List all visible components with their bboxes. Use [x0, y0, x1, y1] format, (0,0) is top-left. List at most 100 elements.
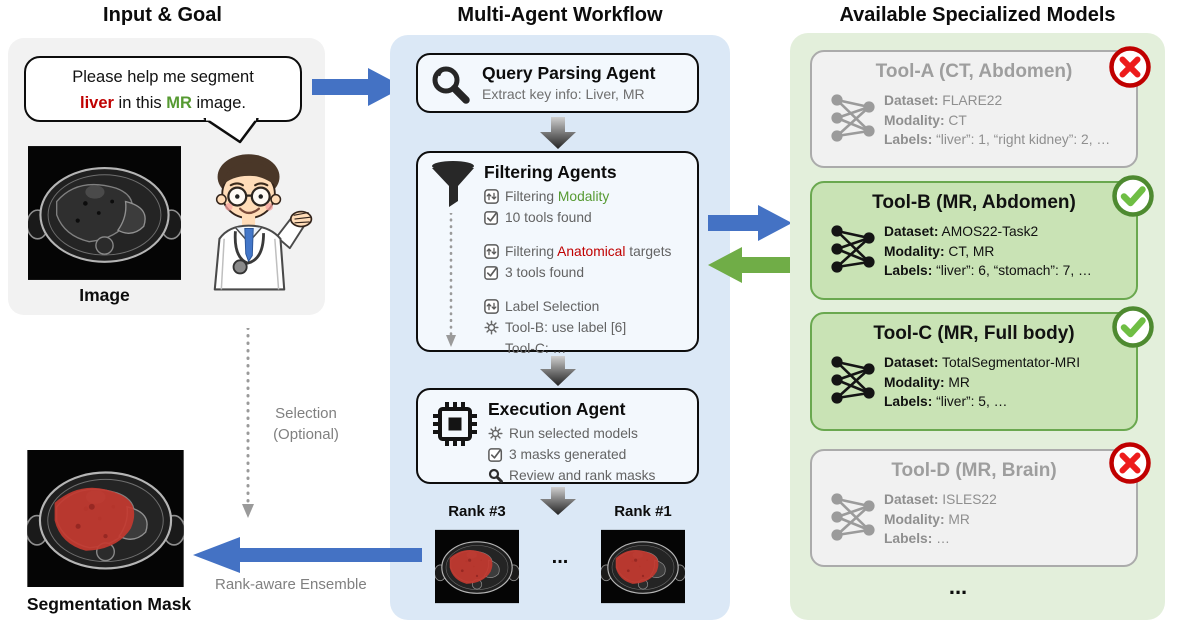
- exec-masks-text: 3 masks generated: [509, 447, 627, 462]
- filter-anat-highlight: Anatomical: [557, 244, 626, 259]
- filtering-agents-title: Filtering Agents: [484, 162, 617, 182]
- tool-d-rejected-icon: [1108, 441, 1152, 485]
- tool-c-dataset: Dataset: TotalSegmentator-MRI: [884, 353, 1080, 373]
- selection-optional-label: Selection (Optional): [258, 403, 354, 445]
- speech-bubble-tail: [203, 118, 259, 144]
- filter-result-anatomical: 3 tools found: [484, 262, 671, 283]
- modality-label: Modality:: [884, 112, 945, 128]
- checkbox-icon: [488, 447, 503, 462]
- tool-b-title: Tool-B (MR, Abdomen): [872, 192, 1076, 213]
- segmentation-mask-label: Segmentation Mask: [26, 594, 192, 614]
- rank3-label: Rank #3: [448, 503, 506, 520]
- labels-label: Labels:: [884, 263, 933, 278]
- tool-c-fields: Dataset: TotalSegmentator-MRI Modality: …: [884, 353, 1080, 412]
- dataset-value: AMOS22-Task2: [941, 224, 1039, 239]
- rank1-label: Rank #1: [614, 503, 672, 520]
- rank1-mask-image: [601, 525, 685, 608]
- filter-step-anatomical-text: Filtering Anatomical targets: [505, 244, 671, 259]
- tool-a-fields: Dataset: FLARE22 Modality: CT Labels: “l…: [884, 91, 1110, 150]
- label-selection-toolc: Tool-C: …: [484, 338, 671, 359]
- tool-c-accepted-icon: [1111, 305, 1155, 349]
- labels-value: “liver”: 1, “right kidney”: 2, …: [936, 132, 1111, 147]
- execution-agent-box: Execution Agent Run selected models 3 ma…: [416, 388, 699, 484]
- tool-a-title: Tool-A (CT, Abdomen): [875, 61, 1073, 82]
- tool-b-modality: Modality: CT, MR: [884, 242, 1092, 262]
- labels-value: “liver”: 6, “stomach”: 7, …: [936, 263, 1092, 278]
- magnifier-icon: [432, 66, 470, 104]
- arrow-down-2: [540, 356, 576, 386]
- filter-modality-prefix: Filtering: [505, 189, 558, 204]
- labels-label: Labels:: [884, 531, 933, 546]
- chip-icon: [433, 402, 477, 446]
- speech-liver: liver: [79, 94, 114, 112]
- tool-a-modality: Modality: CT: [884, 111, 1110, 131]
- repeat-icon: [484, 244, 499, 259]
- dataset-label: Dataset:: [884, 492, 939, 507]
- speech-end: image.: [191, 94, 246, 112]
- label-selection-toolb: Tool-B: use label [6]: [484, 317, 671, 338]
- labels-value: …: [936, 531, 950, 546]
- filter-step-modality: Filtering Modality: [484, 186, 671, 207]
- exec-run-step: Run selected models: [488, 423, 655, 444]
- dataset-label: Dataset:: [884, 355, 939, 370]
- network-icon: [828, 352, 880, 408]
- label-selection-text: Label Selection: [505, 299, 600, 314]
- arrow-models-to-workflow: [708, 247, 792, 283]
- tool-b-fields: Dataset: AMOS22-Task2 Modality: CT, MR L…: [884, 222, 1092, 281]
- repeat-icon: [484, 299, 499, 314]
- tool-c-labels: Labels: “liver”: 5, …: [884, 392, 1080, 412]
- repeat-icon: [484, 189, 499, 204]
- dataset-label: Dataset:: [884, 224, 939, 239]
- labels-value: “liver”: 5, …: [936, 394, 1008, 409]
- segmentation-mask-image: [26, 450, 185, 587]
- rank3-mask-image: [435, 525, 519, 608]
- arrow-input-to-workflow: [312, 68, 404, 106]
- rank-ellipsis: ...: [551, 546, 569, 568]
- tool-a-dataset: Dataset: FLARE22: [884, 91, 1110, 111]
- left-column-title: Input & Goal: [103, 4, 222, 26]
- tool-d-fields: Dataset: ISLES22 Modality: MR Labels: …: [884, 490, 997, 549]
- arrow-down-3: [540, 487, 576, 515]
- labels-label: Labels:: [884, 394, 933, 409]
- selection-text: Selection: [275, 405, 337, 422]
- magnifier-small-icon: [488, 468, 503, 483]
- filter-anat-result-text: 3 tools found: [505, 265, 585, 280]
- network-icon: [828, 221, 880, 277]
- filtering-agents-box: Filtering Agents Filtering Modality 10 t…: [416, 151, 699, 356]
- label-selection-toolc-text: Tool-C: …: [505, 341, 567, 356]
- query-agent-title: Query Parsing Agent: [482, 63, 656, 83]
- dataset-value: TotalSegmentator-MRI: [942, 355, 1081, 370]
- speech-line-2: liver in this MR image.: [26, 90, 300, 116]
- rank-aware-ensemble-label: Rank-aware Ensemble: [215, 576, 367, 593]
- speech-text-1: Please help me segment: [72, 68, 254, 86]
- doctor-illustration: [213, 154, 313, 291]
- gear-icon: [488, 426, 503, 441]
- middle-column-title: Multi-Agent Workflow: [457, 4, 663, 26]
- tool-card-c: Tool-C (MR, Full body) Dataset: TotalSeg…: [810, 312, 1138, 431]
- query-parsing-agent-box: Query Parsing Agent Extract key info: Li…: [416, 53, 699, 113]
- exec-run-text: Run selected models: [509, 426, 638, 441]
- network-icon: [828, 489, 880, 545]
- query-agent-subtitle: Extract key info: Liver, MR: [482, 86, 645, 102]
- dataset-label: Dataset:: [884, 93, 939, 108]
- filter-result-modality: 10 tools found: [484, 207, 671, 228]
- speech-line-1: Please help me segment: [26, 64, 300, 90]
- dataset-value: ISLES22: [942, 492, 997, 507]
- optional-text: (Optional): [273, 426, 339, 443]
- tool-card-b: Tool-B (MR, Abdomen) Dataset: AMOS22-Tas…: [810, 181, 1138, 300]
- modality-label: Modality:: [884, 511, 945, 527]
- filter-step-anatomical: Filtering Anatomical targets: [484, 241, 671, 262]
- speech-mid: in this: [113, 94, 167, 112]
- tool-d-modality: Modality: MR: [884, 510, 997, 530]
- filter-modality-highlight: Modality: [557, 189, 610, 204]
- arrow-down-1: [540, 117, 576, 149]
- filter-step-modality-text: Filtering Modality: [505, 189, 609, 204]
- tool-c-modality: Modality: MR: [884, 373, 1080, 393]
- label-selection-dotted-arrow: [446, 213, 456, 347]
- tool-c-title: Tool-C (MR, Full body): [873, 323, 1075, 344]
- modality-value: MR: [948, 374, 970, 390]
- tool-d-dataset: Dataset: ISLES22: [884, 490, 997, 510]
- tool-d-labels: Labels: …: [884, 529, 997, 549]
- selection-dotted-arrow: [242, 328, 254, 518]
- modality-value: CT, MR: [948, 243, 995, 259]
